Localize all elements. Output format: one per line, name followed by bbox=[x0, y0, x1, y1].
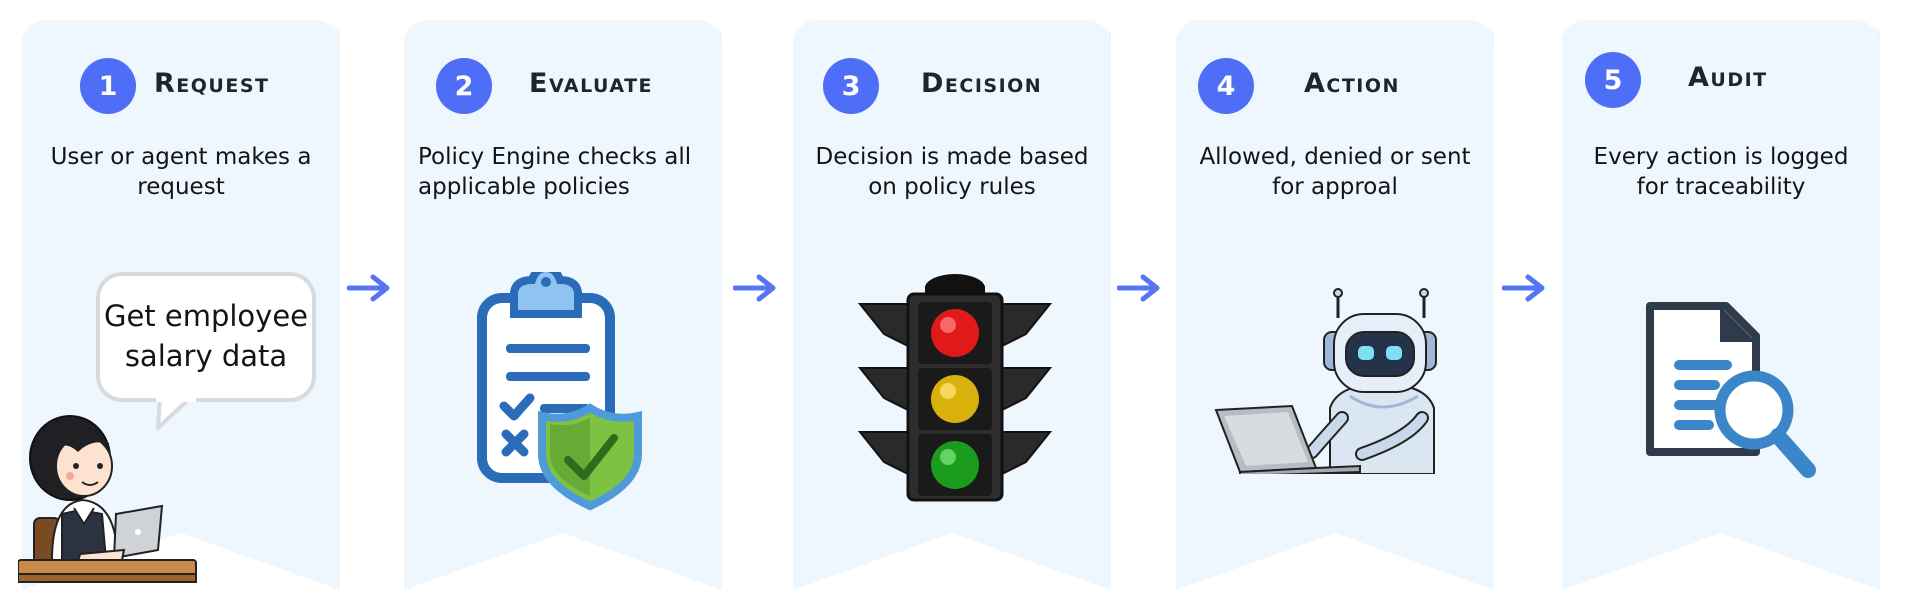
step-number-badge: 5 bbox=[1585, 52, 1641, 108]
document-search-icon bbox=[1646, 302, 1816, 478]
person-at-laptop-icon bbox=[18, 415, 197, 583]
flow-arrow-icon bbox=[733, 274, 776, 302]
step-number-badge: 4 bbox=[1198, 58, 1254, 114]
step-description: Allowed, denied or sent for approal bbox=[1199, 144, 1471, 200]
step-number-badge: 3 bbox=[823, 58, 879, 114]
step-description: Every action is logged for traceability bbox=[1593, 144, 1849, 200]
step-number-badge: 1 bbox=[80, 58, 136, 114]
step-title: Evaluate bbox=[529, 68, 654, 99]
speech-bubble-tail bbox=[156, 398, 196, 430]
step-description: Policy Engine checks all applicable poli… bbox=[418, 144, 692, 200]
robot-laptop-icon bbox=[1214, 288, 1437, 474]
step-description: Decision is made based on policy rules bbox=[815, 144, 1089, 200]
step-title: Action bbox=[1304, 68, 1400, 99]
step-card-action: 4 Action Allowed, denied or sent for app… bbox=[1176, 20, 1494, 590]
step-title: Decision bbox=[921, 68, 1043, 99]
flow-arrow-icon bbox=[347, 274, 390, 302]
speech-bubble: Get employee salary data bbox=[96, 272, 316, 402]
clipboard-shield-icon bbox=[477, 272, 642, 511]
step-description: User or agent makes a request bbox=[50, 144, 312, 200]
flow-arrow-icon bbox=[1117, 274, 1160, 302]
flow-arrow-icon bbox=[1502, 274, 1545, 302]
traffic-light-icon bbox=[858, 274, 1052, 502]
step-title: Request bbox=[154, 68, 270, 99]
step-number-badge: 2 bbox=[436, 58, 492, 114]
step-title: Audit bbox=[1688, 62, 1768, 93]
